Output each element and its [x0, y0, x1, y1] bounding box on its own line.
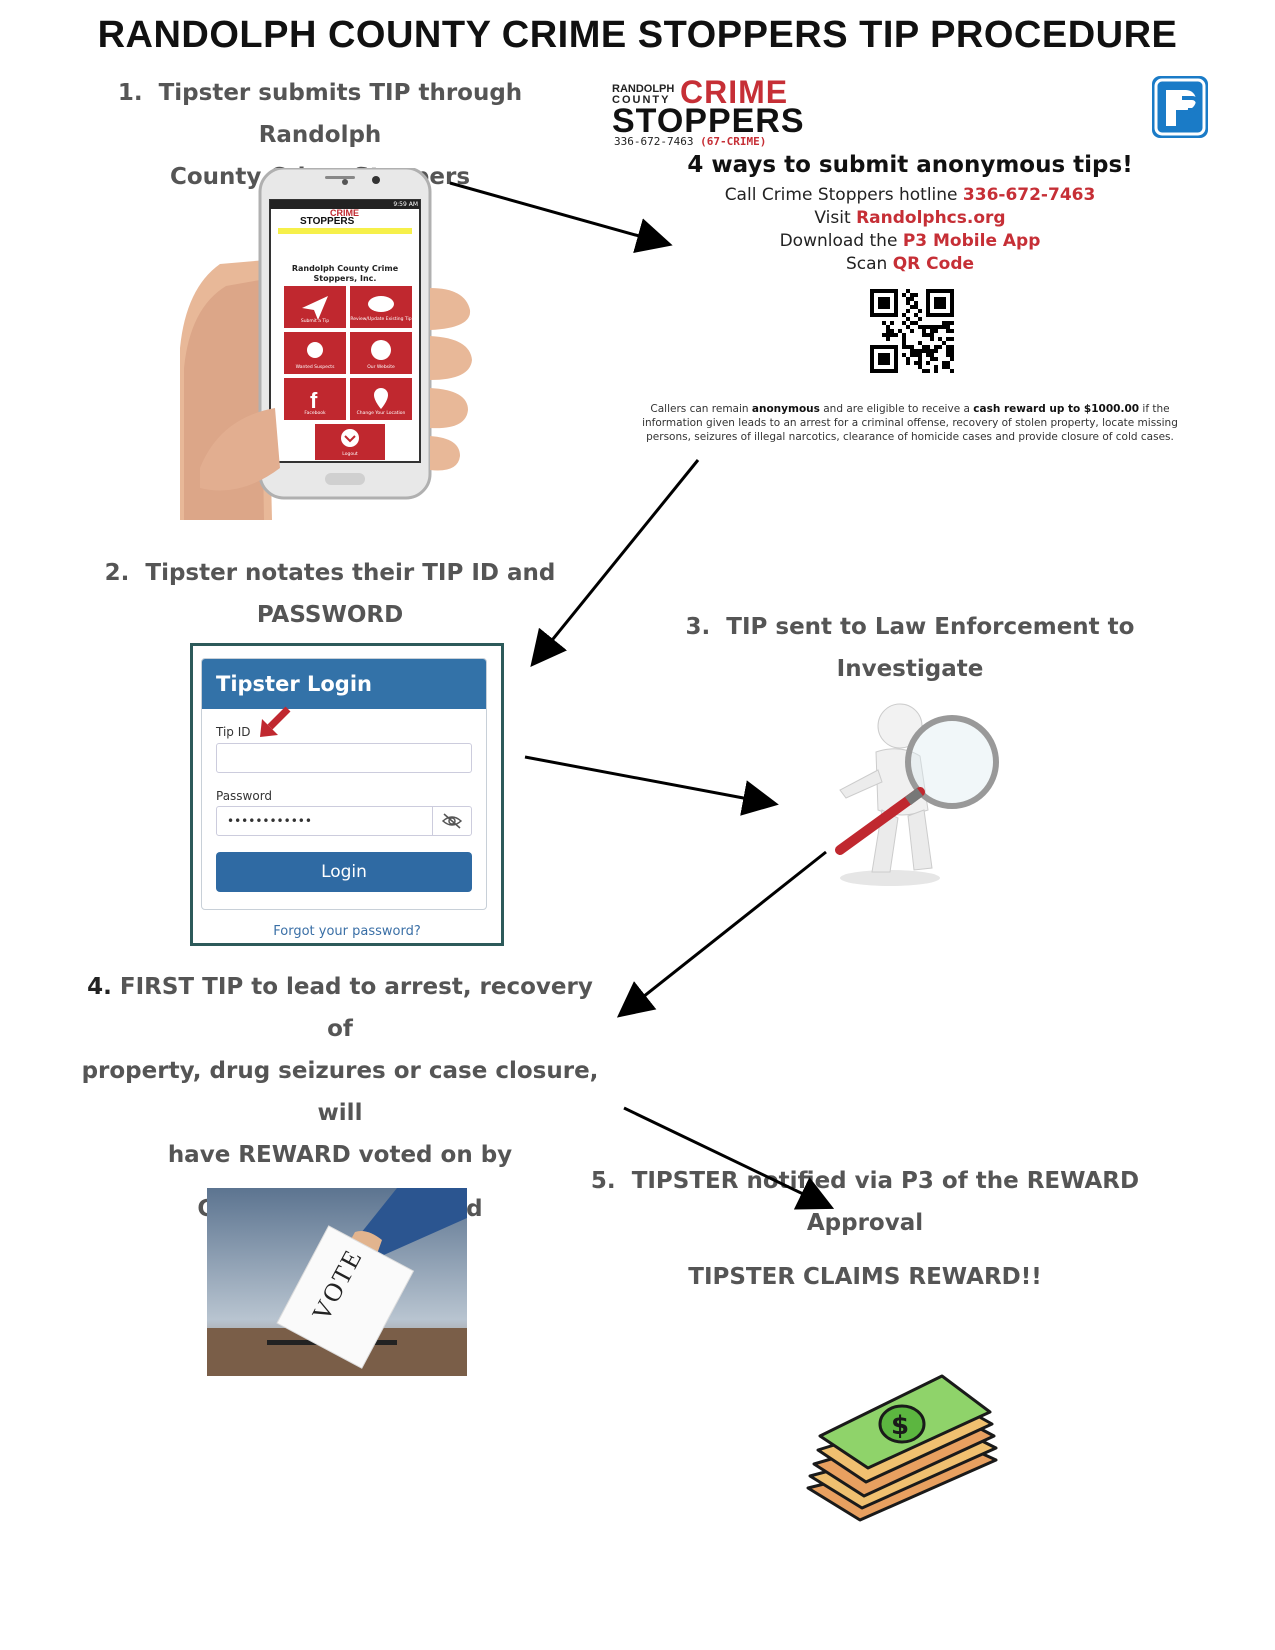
phone-tile-review: Review/Update Existing Tip	[350, 317, 412, 322]
logo-stoppers-text: STOPPERS	[612, 102, 805, 140]
phone-status-time: 9:59 AM	[393, 201, 418, 208]
step-3-line1: TIP sent to Law Enforcement to Investiga…	[726, 614, 1135, 682]
phone-tile-submit: Submit a Tip	[300, 319, 330, 324]
ways-line-hotline: Call Crime Stoppers hotline 336-672-7463	[724, 185, 1096, 205]
phone-illustration: f 9:59 AM CRIME STOPPERS Randolph County…	[180, 166, 490, 520]
ways-line-app: Download the P3 Mobile App	[779, 231, 1041, 251]
arrow-login-to-investigate	[524, 755, 779, 816]
phone-header-crime: CRIME	[330, 208, 359, 218]
arrow-1-to-ways	[449, 181, 673, 254]
arrow-ways-to-login	[530, 459, 700, 667]
ways-line-website: Visit Randolphcs.org	[814, 208, 1006, 228]
step-5-line1: TIPSTER notified via P3 of the REWARD Ap…	[631, 1168, 1140, 1236]
step-1-number: 1.	[117, 80, 143, 106]
page-title: RANDOLPH COUNTY CRIME STOPPERS TIP PROCE…	[97, 14, 1178, 56]
step-5: 5. TIPSTER notified via P3 of the REWARD…	[550, 1160, 1180, 1298]
arrow-investigate-to-reward	[616, 850, 827, 1018]
forgot-password-link[interactable]: Forgot your password?	[273, 924, 421, 939]
step-2-number: 2.	[104, 560, 130, 586]
p3-logo-icon	[1152, 76, 1208, 138]
login-header: Tipster Login	[202, 659, 486, 709]
vote-ballot-image: VOTE	[207, 1188, 467, 1376]
login-button[interactable]: Login	[216, 852, 472, 892]
password-input[interactable]: ••••••••••••	[216, 806, 472, 836]
logo-phone-text: 336-672-7463 (67-CRIME)	[614, 135, 767, 148]
red-arrow-icon	[260, 706, 291, 737]
step-4-line2: property, drug seizures or case closure,…	[81, 1058, 599, 1126]
step-3: 3. TIP sent to Law Enforcement to Invest…	[630, 606, 1190, 690]
phone-tile-facebook: Facebook	[304, 411, 326, 416]
logo-crime-text: CRIME	[680, 74, 789, 110]
svg-text:f: f	[310, 388, 318, 413]
step-1-line1: Tipster submits TIP through Randolph	[158, 80, 523, 148]
phone-tile-website: Our Website	[367, 365, 395, 370]
tipster-login-screenshot: Tipster Login Tip ID Password ••••••••••…	[190, 643, 504, 946]
step-2: 2. Tipster notates their TIP ID and PASS…	[100, 552, 560, 636]
tip-id-input[interactable]	[216, 743, 472, 773]
step-3-number: 3.	[685, 614, 711, 640]
login-card: Tipster Login Tip ID Password ••••••••••…	[201, 658, 487, 910]
tip-id-label: Tip ID	[216, 725, 251, 739]
eye-slash-icon	[441, 813, 463, 829]
qr-code-icon	[870, 289, 954, 373]
phone-header-stoppers: STOPPERS	[300, 216, 355, 227]
ways-title: 4 ways to submit anonymous tips!	[687, 152, 1133, 178]
phone-tile-wanted: Wanted Suspects	[295, 365, 335, 370]
step-4-number: 4.	[87, 974, 112, 1000]
svg-text:$: $	[891, 1411, 909, 1441]
phone-tile-logout: Logout	[342, 452, 358, 457]
step-5-line2: TIPSTER CLAIMS REWARD!!	[688, 1264, 1042, 1290]
money-stack-icon: $	[800, 1368, 1000, 1528]
step-2-line2: PASSWORD	[256, 602, 404, 628]
phone-tile-location: Change Your Location	[356, 411, 406, 416]
step-4-line1: FIRST TIP to lead to arrest, recovery of	[119, 974, 593, 1042]
step-5-number: 5.	[590, 1168, 616, 1194]
step-2-line1: Tipster notates their TIP ID and	[145, 560, 556, 586]
step-4-line3: have REWARD voted on by	[167, 1142, 513, 1168]
arrow-reward-to-notify	[623, 1106, 835, 1210]
fine-print: Callers can remain anonymous and are eli…	[642, 403, 1178, 443]
password-value: ••••••••••••	[227, 814, 312, 828]
ways-line-qr: Scan QR Code	[845, 254, 975, 274]
password-label: Password	[216, 789, 273, 803]
investigator-magnifier-icon	[820, 700, 1020, 890]
toggle-password-button[interactable]	[432, 807, 471, 835]
